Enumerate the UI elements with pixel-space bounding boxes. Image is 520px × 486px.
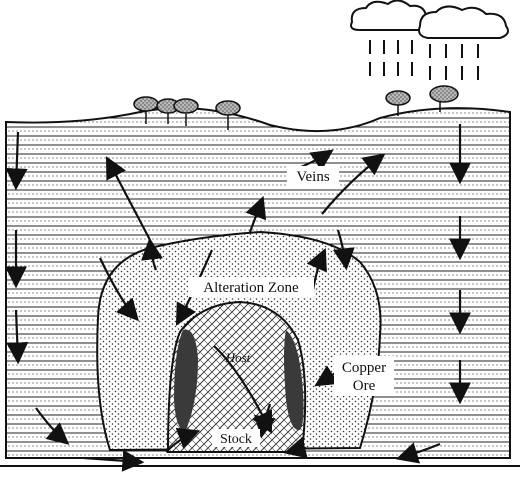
tree	[429, 85, 459, 112]
veins-label: Veins	[296, 169, 329, 185]
vein-arrow	[5, 131, 28, 191]
tree	[173, 98, 199, 126]
vein-arrow	[165, 427, 201, 453]
stock-label: Stock	[220, 432, 252, 447]
rain	[369, 40, 479, 80]
tree	[156, 98, 180, 124]
copper-ore-body-left	[174, 329, 198, 431]
alteration-zone-label: Alteration Zone	[203, 280, 299, 296]
tree	[215, 100, 241, 130]
trees	[133, 85, 459, 130]
vein-arrow	[105, 156, 151, 241]
rain-cloud	[350, 0, 509, 39]
vein-arrow	[6, 309, 29, 365]
host-label: Host	[225, 350, 251, 365]
vein-arrow	[99, 257, 139, 322]
vein-arrow	[213, 345, 272, 434]
tree	[385, 90, 411, 116]
vein-arrow	[35, 407, 70, 445]
copper-ore-label-line2: Ore	[353, 378, 376, 394]
copper-ore-body-right	[284, 330, 304, 431]
vein-arrow	[245, 195, 267, 233]
vein-arrow	[141, 237, 163, 271]
vein-arrow	[332, 229, 355, 271]
vein-arrow	[321, 153, 386, 215]
vein-arrow	[395, 442, 441, 464]
vein-arrow	[283, 437, 308, 459]
copper-ore-label-line1: Copper	[342, 360, 386, 376]
vein-arrow	[83, 449, 145, 472]
